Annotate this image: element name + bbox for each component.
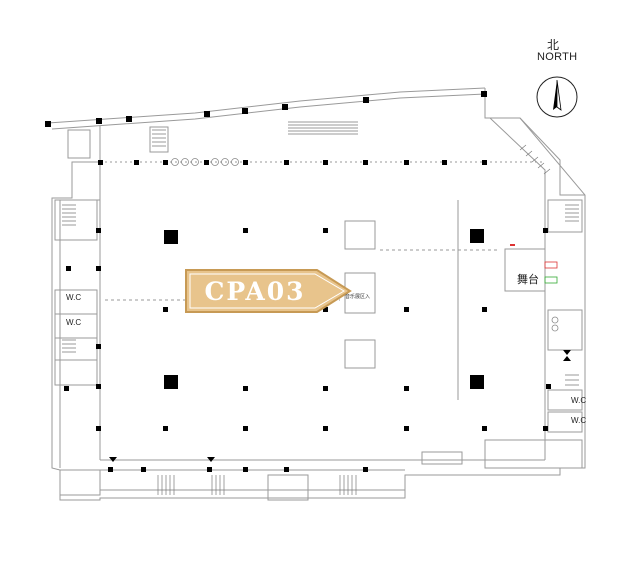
north-arrow-icon [536,76,578,118]
booth-marker-shape [185,269,352,313]
compass-north-en: NORTH [537,51,578,63]
stage-label: 舞台 [517,274,539,286]
wc-label-right-lower: W.C [571,416,587,425]
wc-label-left-upper: W.C [66,293,82,302]
wc-label-left-lower: W.C [66,318,82,327]
booth-marker[interactable]: CPA03 [185,268,350,314]
compass-north-cn: 北 [547,38,560,52]
wc-label-right-upper: W.C [571,396,587,405]
booth-label: CPA03 [204,276,306,306]
zone-entry-label: 音乐展区入 [345,294,371,300]
